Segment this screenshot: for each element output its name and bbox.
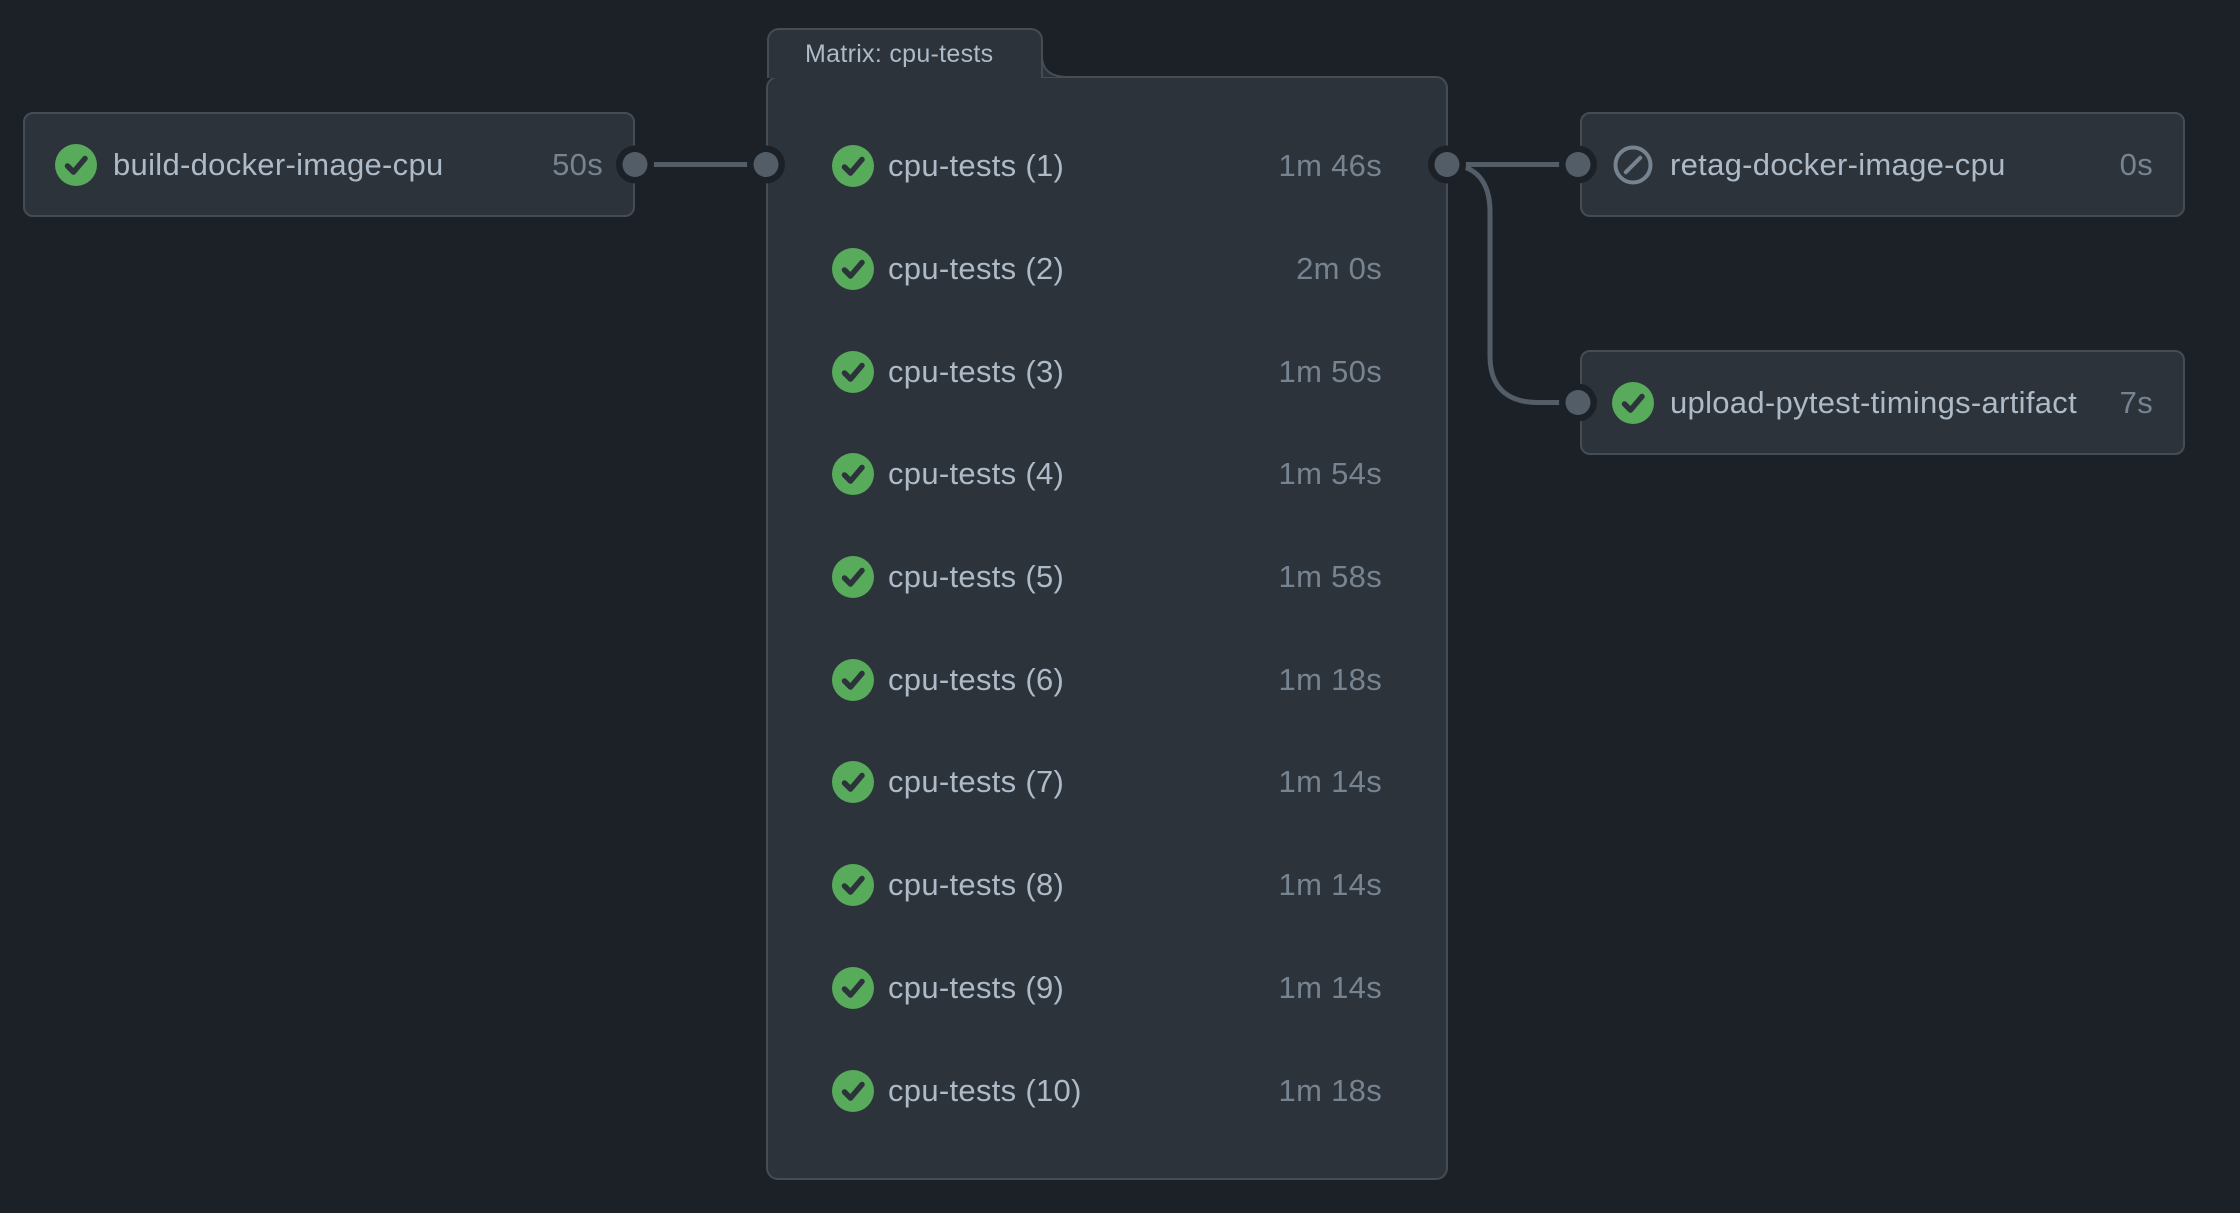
matrix-job-row[interactable]: cpu-tests (10) 1m 18s <box>768 1039 1446 1142</box>
edge-matrix-to-upload <box>1446 162 1578 405</box>
matrix-group-title: Matrix: cpu-tests <box>805 39 994 68</box>
job-label: cpu-tests (4) <box>888 456 1065 492</box>
job-duration: 1m 14s <box>1278 969 1382 1005</box>
job-node-retag-docker-image-cpu[interactable]: retag-docker-image-cpu 0s <box>1580 112 2185 217</box>
job-label: cpu-tests (2) <box>888 251 1065 287</box>
job-label: cpu-tests (7) <box>888 764 1065 800</box>
job-duration: 1m 14s <box>1278 867 1382 903</box>
job-label: cpu-tests (5) <box>888 559 1065 595</box>
matrix-job-row[interactable]: cpu-tests (4) 1m 54s <box>768 423 1446 526</box>
check-circle-icon <box>832 556 874 599</box>
job-duration: 2m 0s <box>1296 251 1382 287</box>
check-circle-icon <box>55 143 97 186</box>
matrix-job-row[interactable]: cpu-tests (7) 1m 14s <box>768 731 1446 834</box>
job-label: cpu-tests (6) <box>888 661 1065 697</box>
skip-circle-icon <box>1613 145 1653 184</box>
matrix-job-row[interactable]: cpu-tests (2) 2m 0s <box>768 218 1446 321</box>
job-node-build-docker-image-cpu[interactable]: build-docker-image-cpu 50s <box>23 112 635 217</box>
job-duration: 1m 46s <box>1278 148 1382 184</box>
job-label: cpu-tests (9) <box>888 969 1065 1005</box>
job-node-upload-pytest-timings-artifact[interactable]: upload-pytest-timings-artifact 7s <box>1580 350 2185 455</box>
job-duration: 7s <box>2119 384 2153 420</box>
matrix-container: cpu-tests (1) 1m 46s cpu-tests (2) 2m 0s… <box>766 76 1448 1180</box>
job-duration: 1m 54s <box>1278 456 1382 492</box>
matrix-job-row[interactable]: cpu-tests (6) 1m 18s <box>768 628 1446 731</box>
job-duration: 1m 50s <box>1278 353 1382 389</box>
check-circle-icon <box>832 248 874 291</box>
matrix-job-row[interactable]: cpu-tests (5) 1m 58s <box>768 526 1446 629</box>
job-duration: 0s <box>2119 146 2153 182</box>
check-circle-icon <box>832 453 874 496</box>
check-circle-icon <box>832 1069 874 1112</box>
job-label: upload-pytest-timings-artifact <box>1670 384 2077 420</box>
check-circle-icon <box>832 761 874 804</box>
job-label: cpu-tests (1) <box>888 148 1065 184</box>
job-duration: 1m 18s <box>1278 1072 1382 1108</box>
matrix-tab-fillet <box>1041 56 1069 78</box>
check-circle-icon <box>832 658 874 701</box>
matrix-job-row[interactable]: cpu-tests (1) 1m 46s <box>768 115 1446 218</box>
matrix-group-tab: Matrix: cpu-tests <box>767 28 1043 78</box>
matrix-job-row[interactable]: cpu-tests (3) 1m 50s <box>768 320 1446 423</box>
check-circle-icon <box>832 966 874 1009</box>
job-duration: 1m 58s <box>1278 559 1382 595</box>
job-label: build-docker-image-cpu <box>113 146 444 182</box>
check-circle-icon <box>832 864 874 907</box>
matrix-job-row[interactable]: cpu-tests (9) 1m 14s <box>768 937 1446 1040</box>
job-label: cpu-tests (3) <box>888 353 1065 389</box>
job-label: cpu-tests (8) <box>888 867 1065 903</box>
job-duration: 1m 18s <box>1278 661 1382 697</box>
job-label: cpu-tests (10) <box>888 1072 1082 1108</box>
check-circle-icon <box>832 350 874 393</box>
matrix-job-row[interactable]: cpu-tests (8) 1m 14s <box>768 834 1446 937</box>
job-label: retag-docker-image-cpu <box>1670 146 2006 182</box>
job-duration: 50s <box>552 146 603 182</box>
check-circle-icon <box>832 145 874 188</box>
check-circle-icon <box>1612 381 1654 424</box>
job-duration: 1m 14s <box>1278 764 1382 800</box>
